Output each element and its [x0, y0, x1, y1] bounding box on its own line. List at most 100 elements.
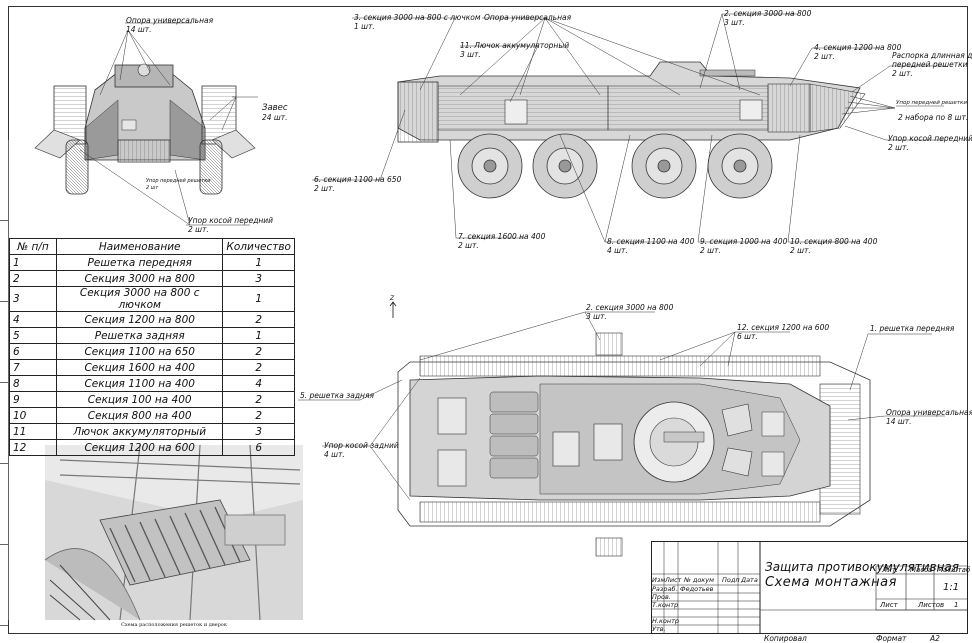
tb-scale-value: 1:1 [943, 582, 960, 593]
callout-top-12: 12. секция 1200 на 600 6 шт. [737, 323, 830, 341]
callout-side-9: 9. секция 1000 на 400 2 шт. [700, 237, 788, 255]
callout-side-4: 4. секция 1200 на 800 2 шт. [814, 43, 902, 61]
table-cell-num: 12 [9, 439, 57, 456]
callout-top-2: 2. секция 3000 на 800 3 шт. [586, 303, 674, 321]
table-cell-num: 7 [9, 359, 57, 376]
axis-indicator [389, 301, 397, 318]
table-cell-name: Секция 3000 на 800 [55, 270, 224, 287]
callout-side-7: 7. секция 1600 на 400 2 шт. [458, 232, 546, 250]
table-cell-qty: 3 [222, 270, 295, 287]
callout-front-opora: Опора универсальная 14 шт. [126, 16, 214, 34]
tb-col-list: Лист [665, 576, 682, 584]
tb-listov-value: 1 [954, 601, 959, 609]
callout-top-upor: Упор косой задний 4 шт. [324, 441, 399, 459]
callout-side-opora: Опора универсальная [484, 13, 572, 22]
col-header-name: Наименование [55, 238, 224, 255]
callout-top-1: 1. решетка передняя [870, 324, 955, 333]
tb-col-doc: № докум [684, 576, 714, 584]
render-caption: Схема расположения решеток и дверок [121, 622, 227, 628]
callout-front-upor: Упор косой передний 2 шт. [188, 216, 274, 234]
callout-side-6: 6. секция 1100 на 650 2 шт. [314, 175, 402, 193]
axis-label: Z [390, 295, 395, 302]
callout-side-2: 2. секция 3000 на 800 3 шт. [724, 9, 812, 27]
callout-side-upor-reshetki-qty: 2 набора по 8 шт. [898, 113, 969, 122]
tb-list-label: Лист [880, 601, 898, 609]
table-cell-name: Секция 1100 на 400 [55, 375, 224, 392]
tb-lit-label: Лит. [882, 566, 899, 574]
tb-row-tkontr: Т.контр [652, 601, 679, 609]
table-cell-name: Решетка передняя [55, 254, 224, 271]
tb-massa-label: Масса [910, 566, 933, 574]
tb-col-izm: Изм [652, 576, 666, 584]
title-block-grid [651, 541, 968, 634]
callout-side-3: 3. секция 3000 на 800 с лючком 1 шт. [354, 13, 481, 31]
table-cell-num: 3 [9, 286, 57, 312]
front-view [34, 22, 258, 226]
tb-row-razrab: Разраб. [652, 585, 678, 593]
table-cell-num: 4 [9, 311, 57, 328]
table-cell-name: Лючок аккумуляторный [55, 423, 224, 440]
table-cell-qty: 1 [222, 327, 295, 344]
callout-side-10: 10. секция 800 на 400 2 шт. [790, 237, 878, 255]
table-cell-name: Секция 1100 на 650 [55, 343, 224, 360]
table-cell-qty: 1 [222, 254, 295, 271]
table-cell-qty: 2 [222, 391, 295, 408]
tb-listov-label: Листов [918, 601, 945, 609]
table-cell-name: Решетка задняя [55, 327, 224, 344]
callout-top-opora: Опора универсальная 14 шт. [886, 408, 972, 426]
tb-masshtab-label: Масштаб [937, 566, 971, 574]
table-cell-qty: 2 [222, 407, 295, 424]
table-cell-qty: 6 [222, 439, 295, 456]
top-view [298, 311, 945, 557]
title-line1: Защита противокумулятивная [765, 560, 959, 574]
callout-side-upor-reshetki: Упор передней решетки [896, 100, 967, 106]
title-block [651, 541, 968, 634]
footer-format-label: Формат [876, 634, 907, 643]
table-cell-num: 2 [9, 270, 57, 287]
parts-table-header: № п/п Наименование Количество [9, 238, 295, 255]
table-cell-name: Секция 1600 на 400 [55, 359, 224, 376]
table-cell-name: Секция 3000 на 800 с лючком [55, 286, 224, 312]
callout-front-upor-reshetki: Упор передней решетки 2 шт [146, 178, 211, 191]
footer-kopiroval: Копировал [764, 634, 807, 643]
table-cell-qty: 2 [222, 343, 295, 360]
table-cell-num: 5 [9, 327, 57, 344]
col-header-num: № п/п [9, 238, 57, 255]
table-cell-qty: 1 [222, 286, 295, 312]
footer-format-value: А2 [930, 634, 940, 643]
callout-side-8: 8. секция 1100 на 400 4 шт. [607, 237, 695, 255]
callout-top-5: 5. решетка задняя [300, 391, 374, 400]
tb-col-podp: Подп [722, 576, 740, 584]
table-cell-num: 8 [9, 375, 57, 392]
callout-side-11: 11. Лючок аккумуляторный 3 шт. [460, 41, 570, 59]
callout-side-upor-kosoy: Упор косой передний 2 шт. [888, 134, 972, 152]
binding-strip [0, 140, 9, 626]
table-cell-num: 9 [9, 391, 57, 408]
table-cell-name: Секция 1200 на 800 [55, 311, 224, 328]
tb-row-prov: Пров. [652, 593, 671, 601]
table-cell-num: 10 [9, 407, 57, 424]
table-cell-name: Секция 800 на 400 [55, 407, 224, 424]
render-illustration [44, 444, 303, 621]
table-cell-qty: 2 [222, 311, 295, 328]
tb-row-utv: Утв. [652, 625, 666, 633]
tb-row-nkontr: Н.контр [652, 617, 680, 625]
side-view [312, 13, 945, 243]
table-cell-num: 6 [9, 343, 57, 360]
table-cell-qty: 3 [222, 423, 295, 440]
tb-author: Федотьев [680, 585, 714, 593]
tb-col-data: Дата [741, 576, 758, 584]
table-cell-name: Секция 1200 на 600 [55, 439, 224, 456]
